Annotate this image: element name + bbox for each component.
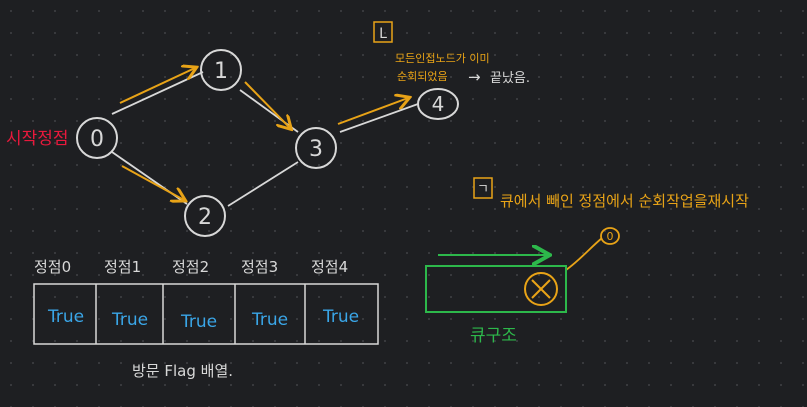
- node-4-label: 4: [432, 92, 445, 116]
- queue-box: [425, 265, 567, 313]
- queue-label: 큐구조: [470, 326, 517, 346]
- note-g: ㄱ 큐에서 빼인 정점에서 순회작업을재시작 0: [473, 177, 749, 271]
- traverse-1-3-arrow: [244, 81, 290, 128]
- node-0: 0: [76, 117, 118, 159]
- node-1-label: 1: [214, 59, 228, 84]
- flag-value-0: True: [47, 307, 84, 327]
- flag-header-2: 정점2: [172, 258, 209, 276]
- flag-value-1: True: [111, 310, 148, 330]
- flag-value-3: True: [251, 310, 288, 330]
- start-vertex-label: 시작정점: [6, 129, 69, 149]
- node-2: 2: [184, 195, 226, 237]
- node-2-label: 2: [198, 205, 212, 230]
- note-l-arrow: →: [468, 68, 481, 86]
- flag-array-outline: [33, 283, 379, 345]
- note-g-marker: ㄱ: [477, 182, 489, 197]
- note-l-line1: 모든인접노드가 이미: [395, 52, 490, 65]
- note-l-line2: 순회되었음: [397, 70, 448, 83]
- note-g-marker-box: [473, 177, 493, 199]
- traversal-arrows: [119, 68, 408, 200]
- dequeued-item-cross-b: [531, 279, 551, 299]
- note-l-result: 끝났음.: [490, 71, 530, 86]
- flag-array-caption: 방문 Flag 배열.: [132, 362, 233, 380]
- node-1: 1: [200, 49, 242, 91]
- note-g-badge: 0: [607, 230, 614, 243]
- edge-0-1: [111, 71, 204, 115]
- flag-array: 정점0 정점1 정점2 정점3 정점4 True True True True …: [33, 258, 379, 380]
- traverse-0-1-arrow: [119, 68, 195, 104]
- queue-diagram: 큐구조: [425, 255, 567, 346]
- traverse-3-4-arrow: [337, 98, 408, 125]
- flag-value-2: True: [180, 312, 217, 332]
- node-3: 3: [295, 127, 337, 169]
- dequeued-item-circle: [524, 272, 558, 306]
- node-4: 4: [417, 88, 459, 120]
- edge-2-3: [227, 161, 299, 207]
- flag-header-1: 정점1: [104, 258, 141, 276]
- flag-header-4: 정점4: [311, 258, 348, 276]
- node-0-label: 0: [90, 127, 104, 152]
- node-3-label: 3: [309, 137, 323, 162]
- note-l-marker: L: [379, 26, 387, 42]
- note-g-badge-circle: [600, 227, 620, 245]
- flag-header-3: 정점3: [241, 258, 278, 276]
- traverse-0-2-arrow: [121, 165, 184, 200]
- note-g-text: 큐에서 빼인 정점에서 순회작업을재시작: [500, 192, 749, 210]
- note-l-marker-box: [373, 21, 393, 43]
- flag-value-4: True: [322, 307, 359, 327]
- note-l: L 모든인접노드가 이미 순회되었음 → 끝났음.: [373, 21, 530, 86]
- flag-header-0: 정점0: [34, 258, 71, 276]
- note-g-pointer: [565, 237, 603, 271]
- edge-1-3: [239, 89, 299, 133]
